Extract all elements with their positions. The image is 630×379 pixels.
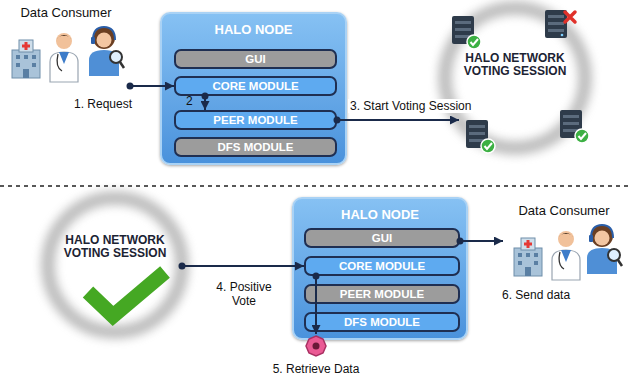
approve-badge bbox=[481, 139, 495, 153]
connector-arrow bbox=[182, 265, 304, 267]
connector-start-dot bbox=[313, 273, 320, 280]
connector-start-dot bbox=[127, 83, 134, 90]
connector-arrow bbox=[130, 85, 174, 87]
module-box: PEER MODULE bbox=[174, 110, 337, 130]
node-label: DFS MODULE bbox=[344, 316, 420, 328]
data-store-icon bbox=[306, 336, 326, 356]
node-label: HALO NETWORK VOTING SESSION bbox=[459, 52, 571, 78]
node-label: PEER MODULE bbox=[213, 114, 297, 126]
connector-start-dot bbox=[178, 263, 185, 270]
connector-start-dot bbox=[457, 238, 464, 245]
node-label: HALO NODE bbox=[215, 22, 293, 37]
module-box: CORE MODULE bbox=[174, 76, 337, 96]
connector-arrow bbox=[460, 240, 503, 242]
node-label: CORE MODULE bbox=[212, 80, 298, 92]
node-label: 5. Retrieve Data bbox=[273, 362, 360, 376]
approve-badge bbox=[467, 35, 481, 49]
step-label: 6. Send data bbox=[500, 288, 572, 302]
node-label: HALO NETWORK VOTING SESSION bbox=[59, 234, 171, 260]
hospital-icon bbox=[514, 238, 542, 276]
data-store-core bbox=[313, 343, 320, 350]
node-label: HALO NODE bbox=[341, 207, 419, 222]
connector-start-dot bbox=[334, 117, 341, 124]
voting-ring bbox=[445, 8, 585, 148]
node-label: GUI bbox=[245, 53, 265, 65]
separator-line bbox=[0, 185, 630, 187]
step-label: 2 bbox=[184, 94, 195, 108]
approval-check bbox=[88, 272, 165, 316]
node-label: DFS MODULE bbox=[217, 141, 293, 153]
node-label: GUI bbox=[372, 232, 392, 244]
hospital-icon bbox=[12, 40, 40, 78]
step-label: 3. Start Voting Session bbox=[348, 99, 473, 113]
server-icon bbox=[545, 10, 567, 38]
reject-badge bbox=[565, 12, 575, 22]
doctor-icon bbox=[50, 33, 78, 82]
module-box: CORE MODULE bbox=[304, 256, 460, 276]
analyst-icon bbox=[587, 225, 622, 274]
voting-ring bbox=[48, 198, 182, 332]
doctor-icon bbox=[552, 231, 580, 280]
node-box: HALO NODE GUI CORE MODULE PEER MODULE DFS MO… bbox=[160, 12, 347, 165]
analyst-icon bbox=[89, 27, 124, 76]
connector-arrow bbox=[315, 276, 317, 334]
connector-arrow bbox=[337, 119, 459, 121]
module-box: GUI bbox=[174, 49, 337, 69]
module-box: DFS MODULE bbox=[174, 137, 337, 157]
module-box: PEER MODULE bbox=[304, 284, 460, 304]
step-label: 1. Request bbox=[72, 97, 134, 111]
node-label: Data Consumer bbox=[518, 203, 609, 218]
approve-badge bbox=[575, 129, 589, 143]
module-box: DFS MODULE bbox=[304, 312, 460, 332]
module-box: GUI bbox=[304, 228, 460, 248]
node-label: CORE MODULE bbox=[339, 260, 425, 272]
connector-start-dot bbox=[202, 93, 209, 100]
node-box: HALO NODE GUI CORE MODULE PEER MODULE DFS MO… bbox=[292, 197, 468, 340]
node-label: PEER MODULE bbox=[340, 288, 424, 300]
node-label: Data Consumer bbox=[20, 5, 111, 20]
step-label: 4. Positive Vote bbox=[206, 280, 282, 308]
